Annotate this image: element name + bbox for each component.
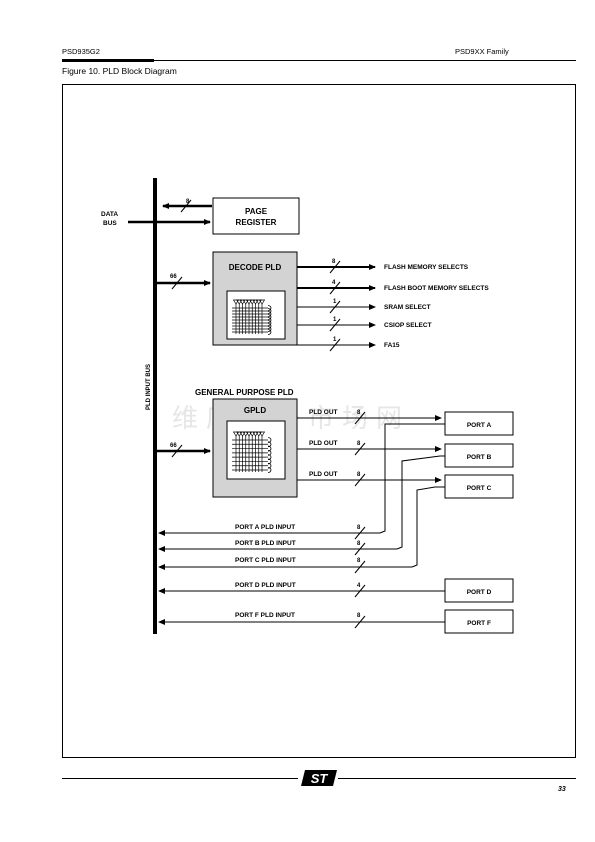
gpld-out-width-0: 8	[357, 410, 361, 416]
gpld-input-width: 66	[170, 443, 177, 449]
decode-out-label-0: FLASH MEMORY SELECTS	[384, 264, 469, 271]
decode-out-label-3: CSIOP SELECT	[384, 322, 432, 329]
decode-out-width-0: 8	[332, 259, 336, 265]
footer-rule-left	[62, 778, 298, 779]
port-f-label: PORT F	[467, 620, 491, 627]
decode-out-slash-3	[329, 318, 341, 332]
gpld-out-slash-2	[354, 473, 366, 487]
figure-frame	[62, 84, 576, 758]
page-register-label-1: PAGE	[245, 207, 268, 216]
gpld-out-width-1: 8	[357, 441, 361, 447]
gpld-out-slash-1	[354, 442, 366, 456]
decode-out-slash-2	[329, 300, 341, 314]
decode-pld-title: DECODE PLD	[229, 263, 282, 272]
header-family: PSD9XX Family	[455, 47, 509, 56]
decode-out-slash-0	[329, 260, 341, 274]
st-logo: ST	[301, 770, 337, 786]
port-in-label-0: PORT A PLD INPUT	[235, 524, 295, 531]
pld-input-bus	[153, 178, 157, 634]
figure-title: Figure 10. PLD Block Diagram	[62, 66, 177, 76]
bus-label: PLD INPUT BUS	[146, 364, 152, 410]
gpld-logic-array	[232, 431, 272, 473]
decode-outputs: 8 FLASH MEMORY SELECTS 4 FLASH BOOT MEMO…	[297, 259, 489, 352]
decode-out-slash-4	[329, 338, 341, 352]
port-in-width-2: 8	[357, 558, 361, 564]
page-number: 33	[558, 786, 566, 793]
port-in-label-3: PORT D PLD INPUT	[235, 582, 296, 589]
decode-input-slash	[171, 276, 183, 290]
port-d-label: PORT D	[467, 589, 492, 596]
st-logo-text: ST	[311, 771, 329, 786]
decode-input-width: 66	[170, 274, 177, 280]
gpld-caption: GENERAL PURPOSE PLD	[195, 388, 294, 397]
port-in-slash-3	[354, 584, 366, 598]
decode-out-width-4: 1	[333, 337, 337, 343]
port-in-label-4: PORT F PLD INPUT	[235, 612, 295, 619]
gpld-out-label-2: PLD OUT	[309, 471, 338, 478]
port-a-label: PORT A	[467, 422, 492, 429]
decode-out-label-1: FLASH BOOT MEMORY SELECTS	[384, 285, 489, 292]
decode-out-label-2: SRAM SELECT	[384, 304, 431, 311]
port-in-slash-4	[354, 615, 366, 629]
gpld-title: GPLD	[244, 406, 266, 415]
decode-out-width-3: 1	[333, 317, 337, 323]
decode-out-label-4: FA15	[384, 342, 400, 349]
decode-logic-array	[232, 299, 272, 335]
gpld-out-width-2: 8	[357, 472, 361, 478]
gpld-out-label-1: PLD OUT	[309, 440, 338, 447]
header-doc-id: PSD935G2	[62, 47, 100, 56]
page-register-width: 8	[186, 199, 190, 205]
port-b-label: PORT B	[467, 454, 492, 461]
port-in-label-2: PORT C PLD INPUT	[235, 557, 296, 564]
gpld-out-label-0: PLD OUT	[309, 409, 338, 416]
data-bus-label-2: BUS	[103, 220, 117, 227]
port-feedback-wiring	[163, 423, 445, 623]
decode-out-slash-1	[329, 281, 341, 295]
decode-out-width-2: 1	[333, 299, 337, 305]
page-register-label-2: REGISTER	[236, 218, 277, 227]
port-c-label: PORT C	[467, 485, 492, 492]
page-register-box	[212, 197, 300, 235]
gpld-input-slash	[171, 444, 183, 458]
gpld-outputs: PLD OUT 8 PLD OUT 8 PLD OUT 8	[297, 409, 442, 487]
port-in-width-1: 8	[357, 541, 361, 547]
decode-out-width-1: 4	[332, 280, 336, 286]
port-in-width-0: 8	[357, 525, 361, 531]
port-in-width-4: 8	[357, 613, 361, 619]
gpld-out-slash-0	[354, 411, 366, 425]
page-register-slash	[180, 199, 192, 213]
port-in-slash-0	[354, 526, 366, 540]
port-input-lines: PORT A PLD INPUT 8 PORT B PLD INPUT 8 PO…	[158, 524, 445, 629]
port-in-slash-1	[354, 542, 366, 556]
port-in-label-1: PORT B PLD INPUT	[235, 540, 296, 547]
gpld-array-box	[226, 420, 286, 480]
data-bus-label-1: DATA	[101, 211, 118, 218]
decode-array-box	[226, 290, 286, 340]
port-in-width-3: 4	[357, 583, 361, 589]
header-rule	[62, 60, 576, 61]
footer-rule-right	[338, 778, 576, 779]
port-in-slash-2	[354, 560, 366, 574]
